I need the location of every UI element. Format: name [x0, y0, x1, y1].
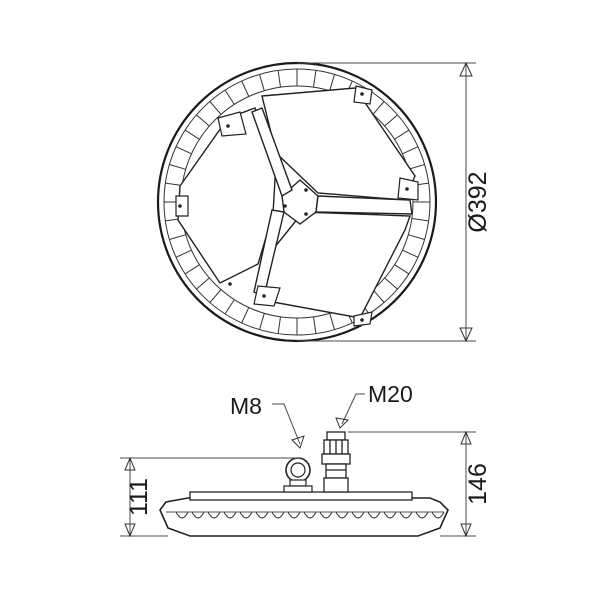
- fin-line: [313, 316, 317, 334]
- fin-line: [384, 114, 398, 127]
- fin-line: [408, 234, 425, 240]
- cable-gland: [321, 431, 351, 493]
- fin-line: [277, 70, 281, 88]
- side-fin: [367, 511, 381, 519]
- fin-line: [209, 101, 222, 115]
- side-fin: [287, 511, 301, 519]
- side-fin: [223, 511, 237, 519]
- fin-line: [184, 129, 200, 140]
- fin-line: [411, 218, 429, 222]
- eyebolt-label: M8: [230, 393, 262, 419]
- fin-line: [394, 129, 410, 140]
- side-fin: [351, 511, 365, 519]
- top-view: Ø392: [156, 61, 492, 343]
- fin-line: [241, 80, 250, 97]
- side-fin: [191, 511, 205, 519]
- fin-line: [196, 277, 210, 290]
- diameter-dimension: Ø392: [297, 61, 492, 343]
- mounting-bracket: [251, 107, 413, 297]
- fin-line: [224, 299, 235, 315]
- fin-line: [169, 164, 186, 170]
- fin-line: [408, 164, 425, 170]
- side-view: M8 M20 111 146: [120, 381, 492, 538]
- side-fin: [255, 511, 269, 519]
- side-fins: [175, 511, 445, 519]
- eyebolt: [283, 457, 313, 493]
- fin-line: [169, 234, 186, 240]
- side-fin: [431, 511, 445, 519]
- m8-callout: M8: [230, 393, 305, 449]
- fin-line: [241, 307, 250, 324]
- fin-line: [175, 146, 192, 155]
- m20-callout: M20: [335, 381, 413, 429]
- height-146-dimension: 146: [348, 430, 492, 538]
- height-111-dimension: 111: [120, 456, 300, 538]
- fin-line: [384, 277, 398, 290]
- side-fin: [415, 511, 429, 519]
- side-fin: [207, 511, 221, 519]
- side-fin: [175, 511, 189, 519]
- fin-line: [209, 289, 222, 303]
- fin-line: [259, 313, 265, 330]
- fin-line: [372, 289, 385, 303]
- fin-line: [259, 74, 265, 91]
- fin-line: [329, 313, 335, 330]
- fin-line: [224, 89, 235, 105]
- diameter-label: Ø392: [464, 171, 492, 232]
- fin-line: [184, 264, 200, 275]
- fin-line: [329, 74, 335, 91]
- lens-panels: [177, 87, 416, 319]
- fin-line: [402, 146, 419, 155]
- fin-line: [196, 114, 210, 127]
- side-fin: [319, 511, 333, 519]
- top-plate: [189, 491, 413, 501]
- height-111-label: 111: [125, 478, 153, 516]
- side-fin: [383, 511, 397, 519]
- fin-line: [372, 101, 385, 115]
- side-fin: [271, 511, 285, 519]
- fin-line: [402, 249, 419, 258]
- side-fin: [303, 511, 317, 519]
- side-fin: [239, 511, 253, 519]
- fin-line: [394, 264, 410, 275]
- fin-line: [165, 182, 183, 186]
- side-fin: [399, 511, 413, 519]
- side-fin: [335, 511, 349, 519]
- fin-line: [277, 316, 281, 334]
- fin-line: [313, 70, 317, 88]
- gland-label: M20: [368, 381, 413, 407]
- housing-profile: [159, 497, 449, 537]
- height-146-label: 146: [464, 463, 492, 505]
- screws: [178, 92, 409, 322]
- fin-line: [175, 249, 192, 258]
